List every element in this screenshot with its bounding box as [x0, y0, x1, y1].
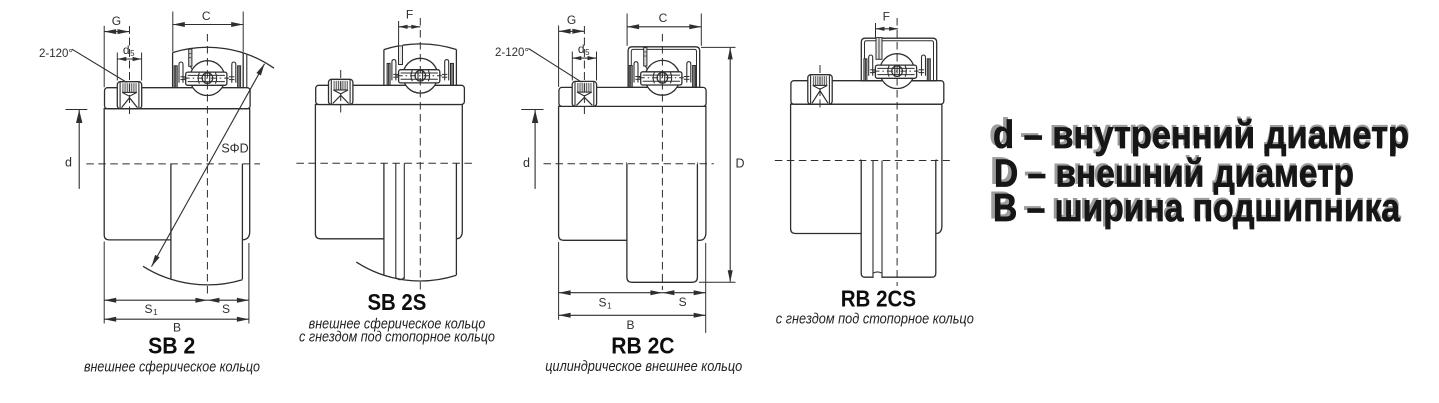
svg-text:B: B [626, 318, 634, 332]
svg-text:d – внутренний диаметр: d – внутренний диаметр [993, 114, 1409, 157]
svg-text:SB 2: SB 2 [148, 332, 195, 358]
svg-text:RB 2C: RB 2C [611, 332, 674, 358]
svg-text:SB 2S: SB 2S [367, 289, 426, 315]
svg-text:B: B [173, 321, 181, 335]
svg-text:RB 2CS: RB 2CS [841, 285, 916, 311]
svg-text:d: d [123, 43, 130, 57]
svg-text:2-120°: 2-120° [39, 48, 73, 60]
svg-text:D – внешний диаметр: D – внешний диаметр [990, 150, 1354, 193]
svg-text:B – ширина подшипника: B – ширина подшипника [993, 187, 1400, 230]
svg-text:внешнее сферическое кольцо: внешнее сферическое кольцо [84, 360, 260, 376]
svg-text:G: G [567, 13, 576, 27]
svg-text:G: G [112, 14, 121, 28]
svg-text:S: S [222, 302, 230, 316]
svg-text:F: F [406, 8, 413, 22]
svg-text:S: S [144, 302, 152, 316]
svg-text:SΦD: SΦD [221, 142, 248, 156]
svg-text:d – внутренний диаметр: d – внутренний диаметр [989, 111, 1410, 154]
svg-text:D: D [735, 157, 744, 171]
svg-text:S: S [679, 295, 687, 309]
svg-text:с гнездом под стопорное кольцо: с гнездом под стопорное кольцо [776, 312, 974, 328]
svg-text:C: C [659, 11, 668, 25]
svg-text:1: 1 [607, 302, 612, 311]
svg-text:F: F [883, 10, 890, 24]
svg-text:внешнее сферическое кольцо: внешнее сферическое кольцо [309, 317, 486, 333]
svg-text:1: 1 [153, 308, 158, 317]
svg-text:C: C [202, 9, 211, 23]
svg-text:D – внешний диаметр: D – внешний диаметр [994, 153, 1354, 196]
svg-text:d: d [523, 156, 530, 170]
svg-text:S: S [598, 296, 606, 310]
svg-text:цилиндрическое внешнее кольцо: цилиндрическое внешнее кольцо [545, 359, 742, 375]
svg-text:B – ширина подшипника: B – ширина подшипника [989, 184, 1401, 227]
svg-text:d: d [65, 155, 72, 169]
svg-text:5: 5 [130, 49, 135, 58]
svg-text:с гнездом под стопорное кольцо: с гнездом под стопорное кольцо [299, 330, 495, 346]
svg-text:2-120°: 2-120° [495, 47, 529, 59]
svg-text:d: d [578, 42, 585, 56]
svg-text:5: 5 [585, 48, 590, 57]
